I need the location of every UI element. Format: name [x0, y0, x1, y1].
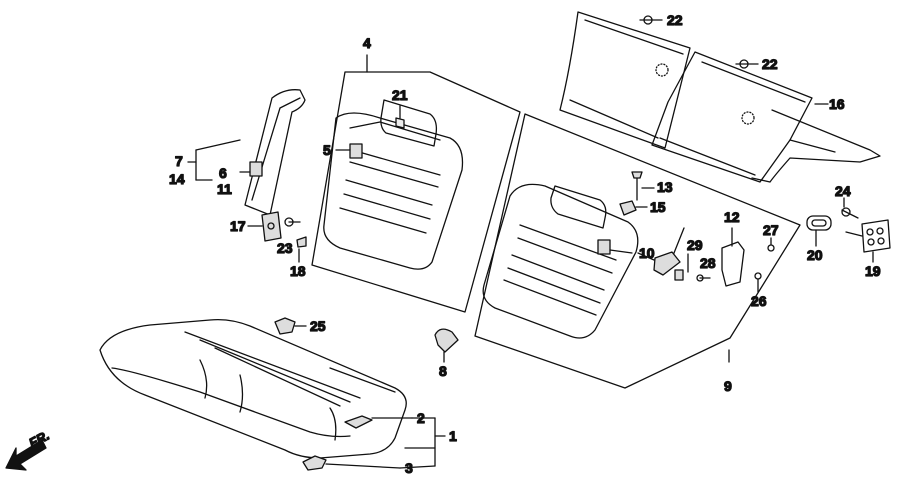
callout-19: 19: [865, 263, 881, 279]
callout-6: 6: [219, 165, 227, 181]
grommet-20: [806, 215, 832, 247]
seat-back-group-outline: [311, 54, 521, 313]
callout-20: 20: [807, 247, 823, 263]
clip-18: [296, 236, 307, 263]
callout-3: 3: [405, 460, 413, 476]
callout-14: 14: [169, 171, 185, 187]
headrest-right: [550, 185, 607, 229]
callout-29: 29: [687, 237, 703, 253]
screw-22-upper: [639, 15, 663, 25]
callout-21: 21: [392, 87, 408, 103]
bolt-13: [631, 171, 655, 201]
bolt-26: [754, 272, 762, 293]
callout-26: 26: [751, 293, 767, 309]
side-bolster: [239, 89, 306, 216]
bolt-23: [284, 217, 301, 227]
bracket-17: [247, 211, 282, 242]
clip-15: [619, 200, 648, 216]
bolster-leaders: [187, 139, 241, 181]
callout-11: 11: [217, 181, 232, 197]
callout-24: 24: [835, 183, 851, 199]
bracket-19: [845, 219, 891, 263]
screw-28: [696, 274, 711, 282]
screw-22-lower: [735, 59, 759, 69]
callout-8: 8: [439, 363, 447, 379]
bolt-27: [767, 237, 775, 252]
callout-18: 18: [290, 263, 306, 279]
front-direction-arrow-icon: [5, 439, 47, 471]
callout-15: 15: [650, 199, 666, 215]
seat-back-assembly-outline: [474, 113, 801, 389]
callout-22-upper: 22: [667, 12, 683, 28]
callout-10: 10: [639, 245, 655, 261]
callout-22-lower: 22: [762, 56, 778, 72]
callout-9: 9: [724, 378, 732, 394]
callout-7: 7: [175, 153, 183, 169]
callout-13: 13: [657, 179, 673, 195]
headrest-left: [380, 99, 438, 147]
callout-17: 17: [230, 218, 246, 234]
cover-8: [434, 328, 459, 363]
callout-12: 12: [724, 209, 740, 225]
part-29: [674, 253, 689, 281]
callout-28: 28: [700, 255, 716, 271]
callout-4: 4: [363, 35, 371, 51]
seat-back-right: [482, 183, 639, 339]
latch-10: [637, 227, 685, 276]
callout-27: 27: [763, 222, 779, 238]
hinge-12: [721, 227, 745, 287]
callout-16: 16: [829, 96, 845, 112]
callout-2: 2: [417, 410, 425, 426]
callout-5: 5: [323, 142, 331, 158]
callout-leaders-cushion: [399, 417, 446, 469]
clip-25: [274, 317, 307, 335]
callout-23: 23: [277, 240, 293, 256]
rear-shelf-panels: [559, 11, 881, 183]
bolt-24: [841, 197, 859, 219]
callout-1: 1: [449, 428, 457, 444]
cushion-hook: [302, 455, 401, 471]
callout-25: 25: [310, 318, 326, 334]
seat-back-left: [323, 112, 464, 270]
seat-cushion: [99, 318, 413, 459]
